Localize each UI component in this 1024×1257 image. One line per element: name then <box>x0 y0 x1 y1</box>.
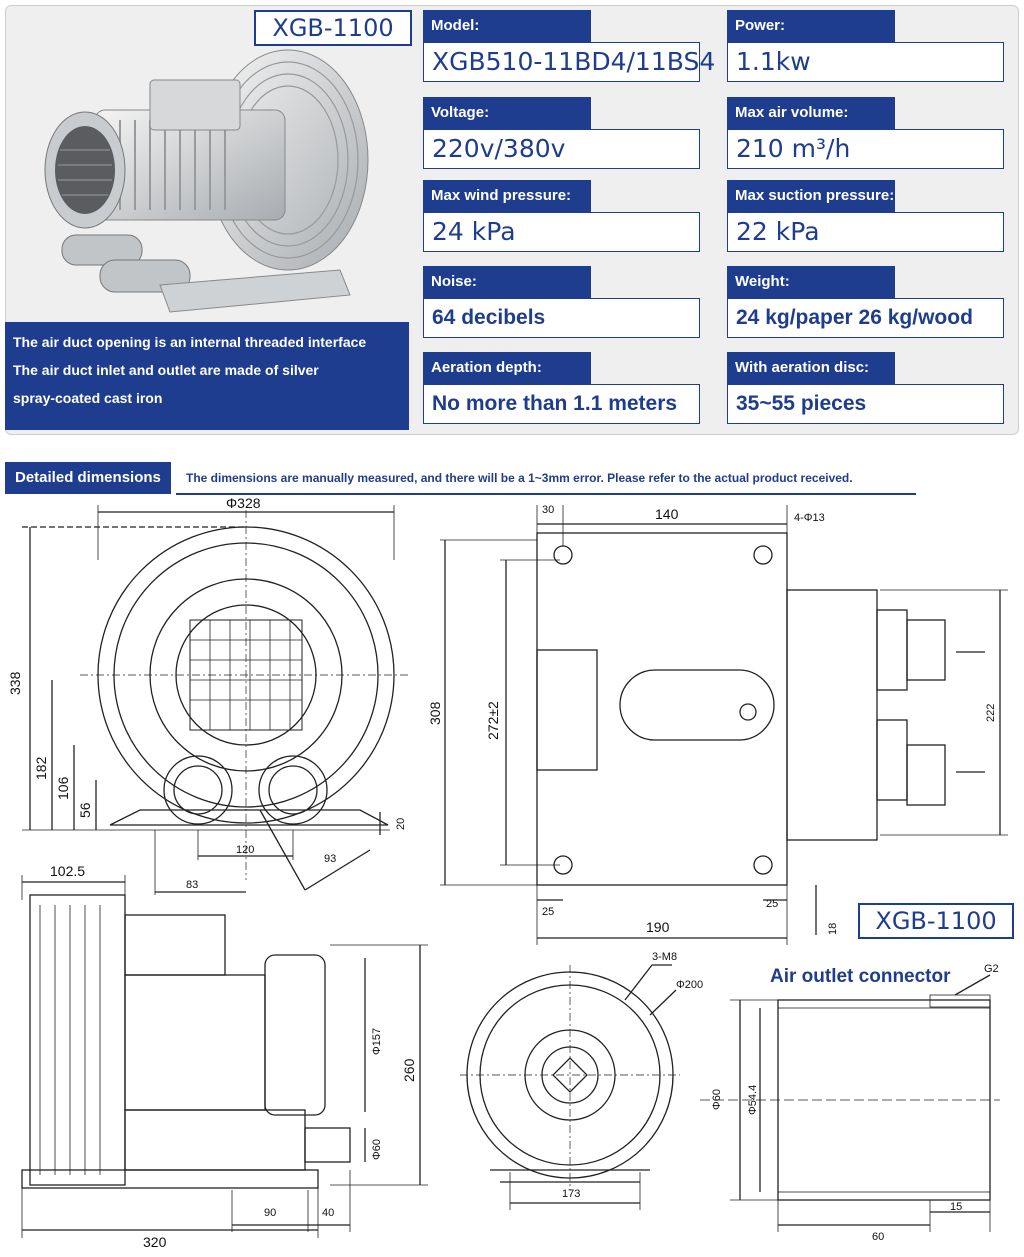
bottom-d60-label: Φ60 <box>371 1139 383 1160</box>
front-h20-label: 20 <box>395 818 407 830</box>
description-line: spray-coated cast iron <box>13 390 163 406</box>
spec-max-suction-pressure: Max suction pressure: 22 kPa <box>727 180 1004 260</box>
bottom-w320-label: 320 <box>143 1234 167 1250</box>
bottom-h260-label: 260 <box>401 1058 417 1082</box>
connector-w60-label: 60 <box>872 1231 884 1243</box>
side-h272-label: 272±2 <box>485 701 501 740</box>
side-w140-label: 140 <box>655 506 679 522</box>
dimensions-note: The dimensions are manually measured, an… <box>186 471 853 485</box>
connector-w15-label: 15 <box>950 1201 962 1213</box>
rear-screws-label: 3-M8 <box>652 951 677 963</box>
spec-value: XGB510-11BD4/11BS4 <box>423 42 715 82</box>
side-h18-label: 18 <box>827 923 839 935</box>
bottom-w102-label: 102.5 <box>50 863 85 879</box>
side-w25a-label: 25 <box>542 906 554 918</box>
spec-label: Max suction pressure: <box>727 180 895 212</box>
side-w190-label: 190 <box>646 919 670 935</box>
rear-d200-label: Φ200 <box>676 979 703 991</box>
spec-value: 22 kPa <box>727 212 1004 252</box>
spec-value: 24 kPa <box>423 212 700 252</box>
bottom-left-view-drawing <box>21 875 428 1238</box>
spec-label: Model: <box>423 10 591 42</box>
spec-max-air-volume: Max air volume: 210 m³/h <box>727 97 1004 177</box>
spec-value: 24 kg/paper 26 kg/wood <box>727 298 1004 338</box>
front-h182-label: 182 <box>33 756 49 780</box>
model-tag: XGB-1100 <box>858 903 1014 939</box>
spec-model: Model: XGB510-11BD4/11BS4 <box>423 10 715 90</box>
spec-voltage: Voltage: 220v/380v <box>423 97 700 177</box>
description-box: The air duct opening is an internal thre… <box>5 322 409 430</box>
rear-w173-label: 173 <box>562 1188 580 1200</box>
spec-max-wind-pressure: Max wind pressure: 24 kPa <box>423 180 700 260</box>
front-h56-label: 56 <box>77 802 93 818</box>
connector-d60-label: Φ60 <box>711 1089 723 1110</box>
front-height-label: 338 <box>7 671 23 695</box>
spec-label: Voltage: <box>423 97 591 129</box>
spec-value: 64 decibels <box>423 298 700 338</box>
side-h308-label: 308 <box>427 701 443 725</box>
spec-value: No more than 1.1 meters <box>423 384 700 424</box>
dimensions-section-label: Detailed dimensions <box>5 462 171 494</box>
spec-value: 220v/380v <box>423 129 700 169</box>
front-w120-label: 120 <box>236 844 254 856</box>
front-view-drawing <box>22 505 410 895</box>
spec-noise: Noise: 64 decibels <box>423 266 700 346</box>
side-w30-label: 30 <box>542 504 554 516</box>
bottom-d157-label: Φ157 <box>371 1028 383 1055</box>
spec-label: Max air volume: <box>727 97 895 129</box>
divider <box>176 493 916 495</box>
bottom-w40-label: 40 <box>322 1207 334 1219</box>
spec-label: Max wind pressure: <box>423 180 591 212</box>
side-view-drawing <box>440 505 1008 945</box>
spec-label: Power: <box>727 10 895 42</box>
spec-label: Weight: <box>727 266 895 298</box>
connector-drawing <box>700 974 1000 1232</box>
spec-power: Power: 1.1kw <box>727 10 1004 90</box>
spec-weight: Weight: 24 kg/paper 26 kg/wood <box>727 266 1004 346</box>
model-title: XGB-1100 <box>254 10 412 46</box>
bottom-w90-label: 90 <box>264 1207 276 1219</box>
spec-value: 35~55 pieces <box>727 384 1004 424</box>
description-line: The air duct inlet and outlet are made o… <box>13 362 319 378</box>
blower-product-image <box>44 49 369 313</box>
connector-d54-label: Φ54.4 <box>747 1085 759 1115</box>
front-d93-label: 93 <box>324 853 336 865</box>
spec-label: With aeration disc: <box>727 352 895 384</box>
side-h222-label: 222 <box>985 704 997 722</box>
side-holes-label: 4-Φ13 <box>794 512 825 524</box>
front-h106-label: 106 <box>55 776 71 800</box>
spec-aeration-disc: With aeration disc: 35~55 pieces <box>727 352 1004 432</box>
connector-title: Air outlet connector <box>770 966 951 987</box>
description-line: The air duct opening is an internal thre… <box>13 334 367 350</box>
spec-label: Noise: <box>423 266 591 298</box>
side-w25b-label: 25 <box>766 898 778 910</box>
spec-label: Aeration depth: <box>423 352 591 384</box>
spec-aeration-depth: Aeration depth: No more than 1.1 meters <box>423 352 700 432</box>
spec-value: 210 m³/h <box>727 129 1004 169</box>
spec-value: 1.1kw <box>727 42 1004 82</box>
front-diameter-label: Φ328 <box>226 495 261 511</box>
front-w83-label: 83 <box>186 879 198 891</box>
rear-view-drawing <box>460 964 680 1210</box>
connector-thread-label: G2 <box>984 963 999 975</box>
